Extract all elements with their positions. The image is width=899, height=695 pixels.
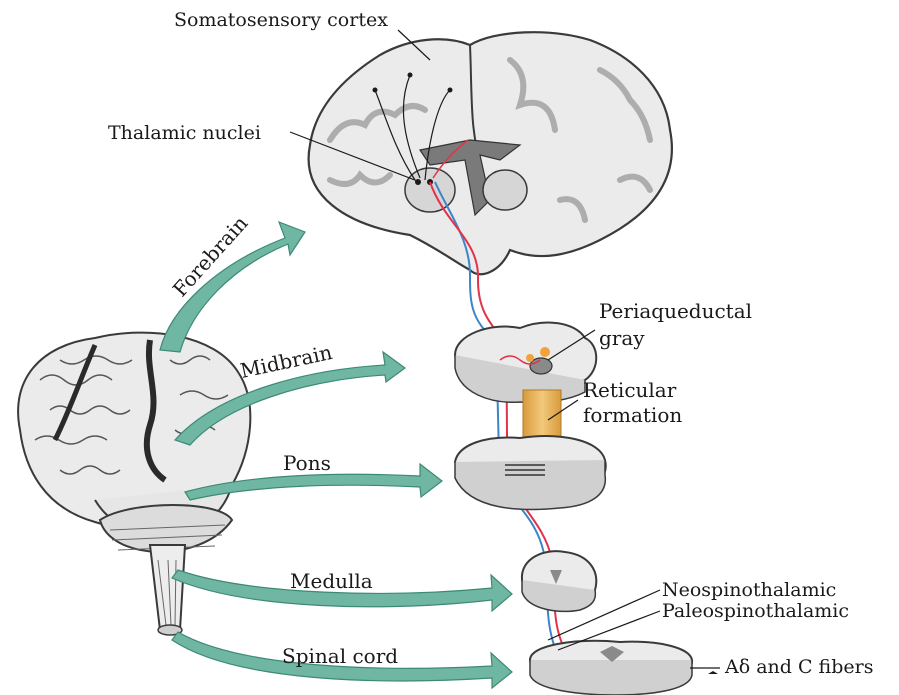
label-reticular-line1: Reticular	[583, 378, 677, 402]
spinal-cord-section	[530, 641, 720, 695]
label-pons: Pons	[283, 451, 331, 475]
periaqueductal-gray-region	[530, 358, 552, 374]
label-neospinothalamic: Neospinothalamic	[662, 579, 836, 601]
label-spinal-cord: Spinal cord	[282, 644, 398, 668]
label-paleospinothalamic: Paleospinothalamic	[662, 600, 849, 622]
pons-section	[455, 436, 606, 509]
label-somatosensory-cortex: Somatosensory cortex	[174, 9, 388, 31]
label-periaqueductal-line1: Periaqueductal	[599, 299, 752, 323]
label-thalamic-nuclei: Thalamic nuclei	[108, 122, 261, 144]
label-medulla: Medulla	[290, 569, 373, 593]
forebrain-coronal-section	[309, 32, 672, 274]
medulla-section	[522, 551, 596, 611]
label-reticular-line2: formation	[583, 403, 682, 427]
label-fibers: Aδ and C fibers	[724, 656, 873, 678]
label-periaqueductal-line2: gray	[599, 326, 645, 350]
